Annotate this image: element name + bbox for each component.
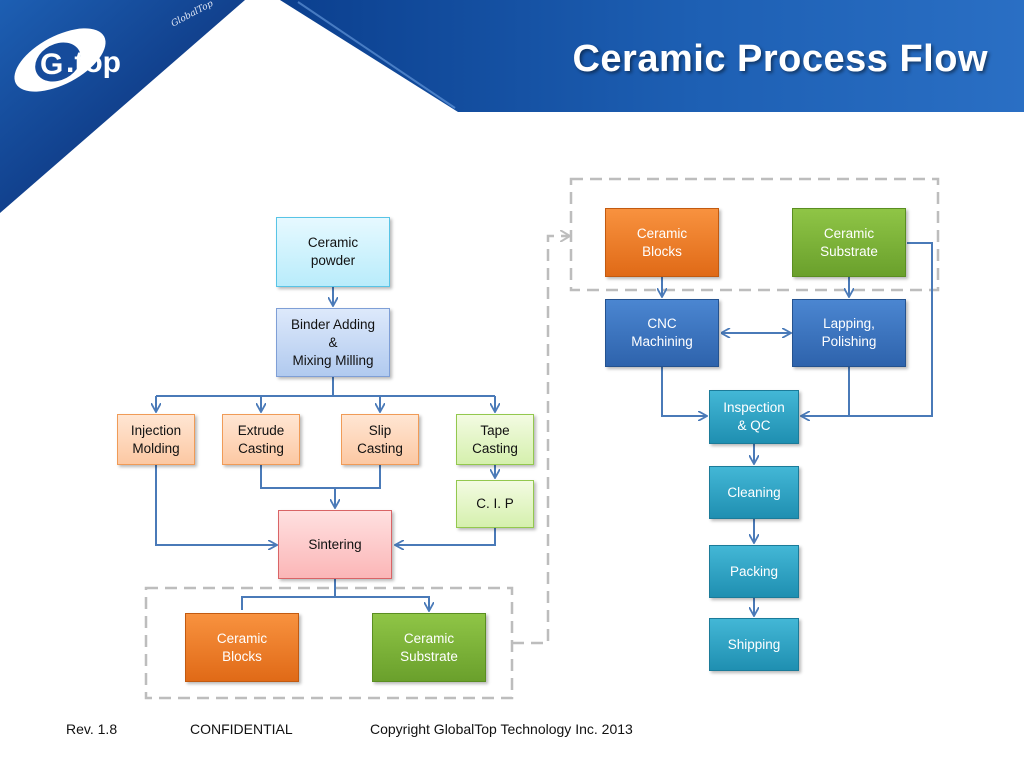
node-shipping: Shipping — [709, 618, 799, 671]
node-lapping-polishing: Lapping, Polishing — [792, 299, 906, 367]
logo-text: .top — [66, 46, 121, 79]
node-ceramic-powder: Ceramic powder — [276, 217, 390, 287]
node-injection-molding: Injection Molding — [117, 414, 195, 465]
node-ceramic-blocks-bottom: Ceramic Blocks — [185, 613, 299, 682]
node-inspection-qc: Inspection & QC — [709, 390, 799, 444]
header-banner: G — [0, 0, 1024, 213]
banner-band — [280, 0, 1024, 112]
node-cleaning: Cleaning — [709, 466, 799, 519]
node-ceramic-blocks-top: Ceramic Blocks — [605, 208, 719, 277]
node-cnc-machining: CNC Machining — [605, 299, 719, 367]
merge-extrude-slip — [260, 465, 381, 507]
node-tape-casting: Tape Casting — [456, 414, 534, 465]
branch-sintering-to-outputs — [241, 579, 429, 610]
banner-highlight — [297, 1, 456, 109]
arrow-lapping-to-inspection — [802, 367, 850, 416]
page-title: Ceramic Process Flow — [572, 38, 988, 80]
node-ceramic-substrate-top: Ceramic Substrate — [792, 208, 906, 277]
node-cip: C. I. P — [456, 480, 534, 528]
node-extrude-casting: Extrude Casting — [222, 414, 300, 465]
logo-icon: G — [14, 28, 106, 92]
footer-rev: Rev. 1.8 — [66, 721, 118, 737]
arrow-injection-to-sintering — [155, 465, 276, 545]
footer-confidential: CONFIDENTIAL — [190, 721, 293, 737]
node-binder-mixing: Binder Adding & Mixing Milling — [276, 308, 390, 377]
arrow-cip-to-sintering — [396, 528, 496, 545]
node-ceramic-substrate-bottom: Ceramic Substrate — [372, 613, 486, 682]
arrow-cnc-to-inspection — [661, 367, 706, 416]
node-sintering: Sintering — [278, 510, 392, 579]
arrow-substrate-bypass-to-inspection — [849, 242, 933, 417]
svg-text:G: G — [40, 48, 63, 81]
node-packing: Packing — [709, 545, 799, 598]
footer-copyright: Copyright GlobalTop Technology Inc. 2013 — [370, 721, 633, 737]
branch-binder-to-methods — [156, 377, 495, 397]
node-slip-casting: Slip Casting — [341, 414, 419, 465]
group-link-arrow — [512, 236, 570, 645]
